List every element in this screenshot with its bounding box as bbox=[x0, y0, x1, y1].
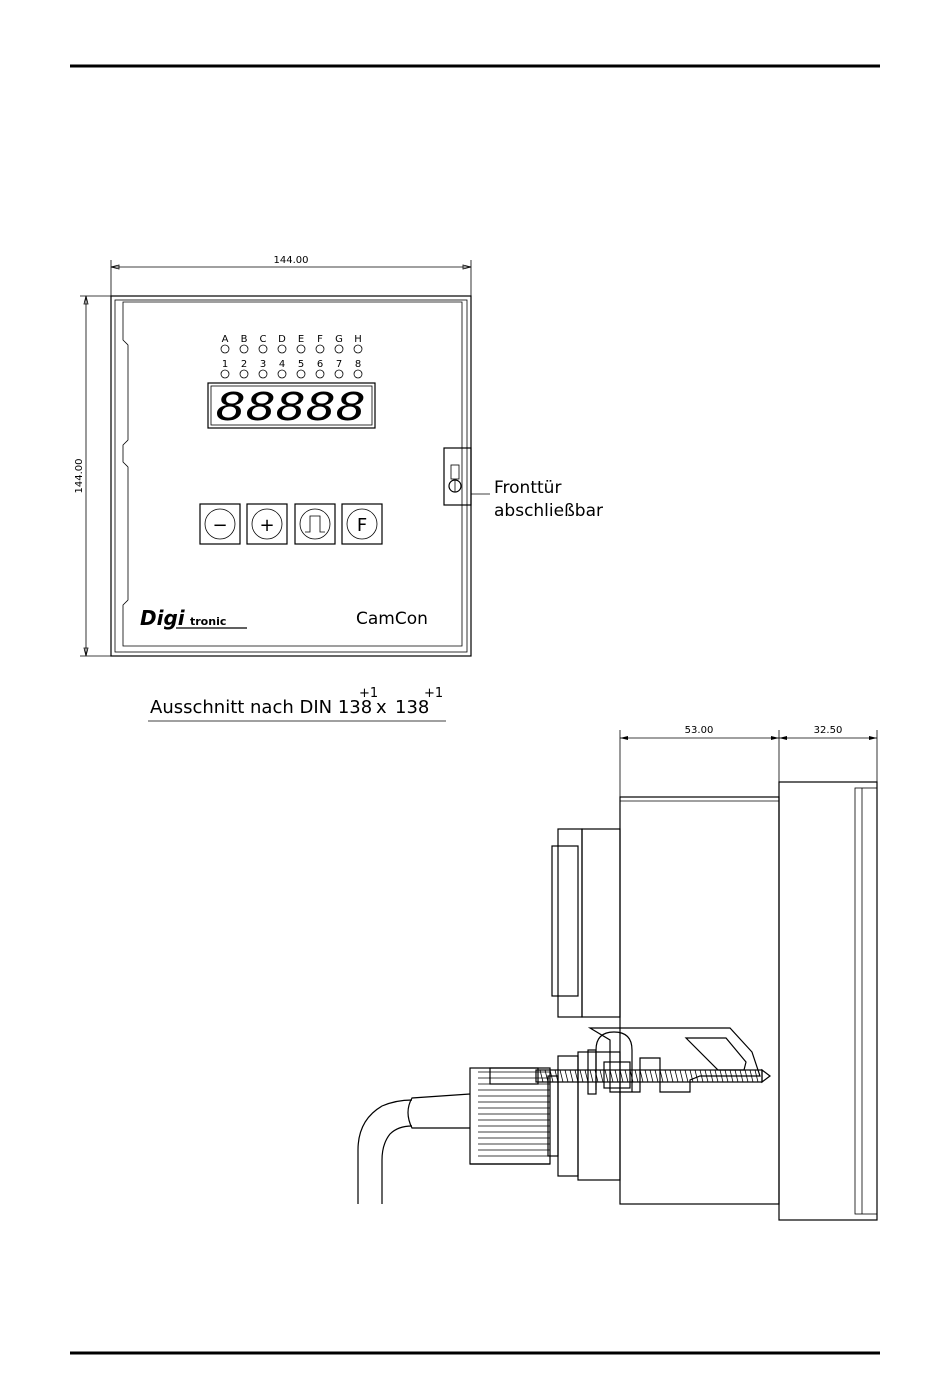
led-letter-label: C bbox=[260, 334, 267, 345]
brand-logo: Digi bbox=[140, 606, 186, 630]
product-name: CamCon bbox=[356, 609, 428, 629]
thread-mark bbox=[600, 1070, 603, 1082]
cutout-text: Ausschnitt nach DIN 138 bbox=[150, 697, 372, 718]
pulse-icon bbox=[305, 516, 325, 532]
led-indicator bbox=[259, 370, 267, 378]
led-number-label: 2 bbox=[241, 359, 247, 370]
front-frame-inner bbox=[115, 300, 467, 652]
mounting-clamp bbox=[588, 1028, 760, 1094]
width-dimension: 144.00 bbox=[111, 255, 471, 296]
led-indicator bbox=[316, 370, 324, 378]
thread-mark bbox=[655, 1070, 658, 1082]
side-view: 53.00 32.50 bbox=[358, 725, 877, 1220]
led-number-label: 4 bbox=[279, 359, 285, 370]
thread-mark bbox=[625, 1070, 628, 1082]
led-indicator bbox=[335, 345, 343, 353]
led-indicators: A 1 B 2 C 3 D 4 E 5 F 6 G 7 H 8 bbox=[221, 334, 362, 378]
led-number-label: 8 bbox=[355, 359, 361, 370]
led-letter-label: F bbox=[317, 334, 323, 345]
thread-mark bbox=[645, 1070, 648, 1082]
height-dim-label: 144.00 bbox=[74, 459, 85, 494]
led-indicator bbox=[221, 370, 229, 378]
thread-mark bbox=[695, 1070, 698, 1082]
cutout-note: Ausschnitt nach DIN 138 +1 x 138 +1 bbox=[148, 686, 446, 721]
display-digits: 88888 bbox=[216, 385, 366, 429]
led-letter-label: G bbox=[335, 334, 343, 345]
door-note-line2: abschließbar bbox=[494, 501, 603, 521]
thread-mark bbox=[560, 1070, 563, 1082]
led-number-label: 7 bbox=[336, 359, 342, 370]
led-indicator bbox=[335, 370, 343, 378]
led-number-label: 1 bbox=[222, 359, 228, 370]
thread-mark bbox=[565, 1070, 568, 1082]
width-dim-label: 144.00 bbox=[274, 255, 309, 266]
thread-mark bbox=[580, 1070, 583, 1082]
thread-mark bbox=[675, 1070, 678, 1082]
led-letter-label: A bbox=[222, 334, 229, 345]
thread-mark bbox=[680, 1070, 683, 1082]
led-indicator bbox=[316, 345, 324, 353]
digit-display: 88888 bbox=[208, 383, 375, 429]
depth-dim-label: 53.00 bbox=[685, 725, 714, 736]
led-indicator bbox=[278, 370, 286, 378]
led-indicator bbox=[259, 345, 267, 353]
key-function[interactable]: F bbox=[342, 504, 382, 544]
key-minus[interactable]: − bbox=[200, 504, 240, 544]
brand-logo-suffix: tronic bbox=[190, 615, 226, 628]
led-number-label: 5 bbox=[298, 359, 304, 370]
led-indicator bbox=[354, 370, 362, 378]
front-dim-label: 32.50 bbox=[814, 725, 843, 736]
cable-plug bbox=[358, 1052, 620, 1204]
thread-mark bbox=[685, 1070, 688, 1082]
height-dimension: 144.00 bbox=[74, 296, 112, 656]
thread-mark bbox=[670, 1070, 673, 1082]
front-door-outline bbox=[123, 302, 462, 646]
cutout-x: x bbox=[376, 697, 387, 718]
key-plus-label: + bbox=[259, 515, 274, 536]
led-indicator bbox=[278, 345, 286, 353]
led-indicator bbox=[240, 345, 248, 353]
led-number-label: 6 bbox=[317, 359, 323, 370]
thread-mark bbox=[665, 1070, 668, 1082]
key-plus[interactable]: + bbox=[247, 504, 287, 544]
front-view: 144.00 144.00 Fronttür abschließbar A 1 B 2… bbox=[74, 255, 603, 656]
depth-dimension: 53.00 32.50 bbox=[620, 725, 877, 797]
led-letter-label: H bbox=[354, 334, 362, 345]
front-frame-outer bbox=[111, 296, 471, 656]
thread-mark bbox=[570, 1070, 573, 1082]
thread-mark bbox=[605, 1070, 608, 1082]
key-minus-label: − bbox=[212, 515, 227, 536]
rear-connector bbox=[582, 829, 620, 1017]
led-letter-label: E bbox=[298, 334, 304, 345]
key-pulse[interactable] bbox=[295, 504, 335, 544]
led-indicator bbox=[297, 370, 305, 378]
door-note-line1: Fronttür bbox=[494, 478, 561, 498]
led-letter-label: D bbox=[278, 334, 286, 345]
led-indicator bbox=[221, 345, 229, 353]
led-number-label: 3 bbox=[260, 359, 266, 370]
thread-mark bbox=[590, 1070, 593, 1082]
led-indicator bbox=[354, 345, 362, 353]
thread-mark bbox=[615, 1070, 618, 1082]
housing-body bbox=[620, 797, 779, 1204]
led-indicator bbox=[240, 370, 248, 378]
cutout-tol2: +1 bbox=[424, 686, 443, 701]
led-letter-label: B bbox=[241, 334, 248, 345]
thread-mark bbox=[650, 1070, 653, 1082]
thread-mark bbox=[635, 1070, 638, 1082]
key-function-label: F bbox=[357, 515, 367, 536]
led-indicator bbox=[297, 345, 305, 353]
